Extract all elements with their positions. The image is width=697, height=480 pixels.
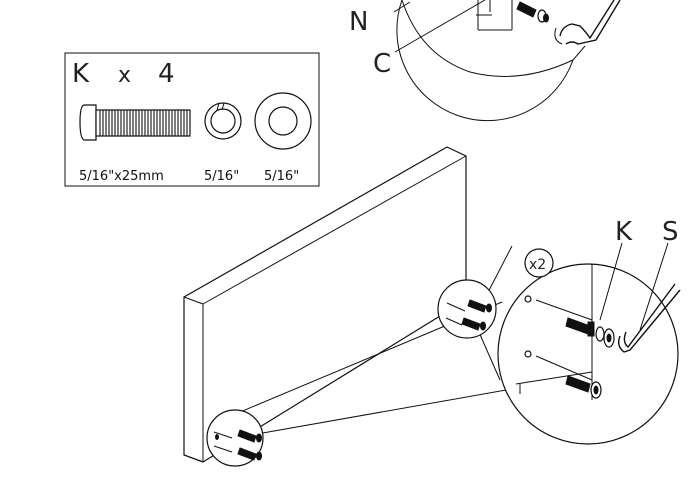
detail-circle-large [497, 242, 681, 445]
lock-washer-caption: 5/16" [204, 169, 239, 184]
leader-line-s [639, 242, 669, 331]
bolt-caption: 5/16"x25mm [79, 169, 164, 184]
top-hex-key-icon [559, 0, 615, 40]
detail-bolt-lower-icon [565, 375, 602, 399]
label-s: S [662, 217, 679, 247]
parts-list-box [64, 52, 320, 187]
lock-washer-icon [204, 102, 242, 140]
multiplier-badge: x2 [524, 248, 554, 278]
top-bolt-icon [516, 1, 549, 23]
flat-washer-icon [254, 92, 312, 150]
detail-bolt-upper-icon [565, 317, 615, 348]
leader-line-n [393, 1, 411, 13]
parts-times: x [118, 63, 131, 88]
label-k: K [615, 217, 633, 247]
leader-line-k [599, 242, 623, 321]
detail-circle-small-right [437, 279, 497, 339]
bolt-icon [79, 104, 191, 141]
flat-washer-caption: 5/16" [264, 169, 299, 184]
parts-quantity: 4 [158, 59, 175, 89]
leader-line-c [394, 0, 486, 53]
parts-box-border [64, 52, 320, 187]
label-n: N [349, 7, 368, 37]
wood-panel [183, 146, 467, 463]
top-detail-callout [393, 0, 621, 122]
parts-letter: K [72, 59, 90, 89]
multiplier-text: x2 [529, 257, 546, 273]
hex-key-icon [617, 283, 681, 353]
label-c: C [373, 49, 391, 79]
projection-line-2 [256, 388, 513, 435]
detail-circle-small-left [206, 409, 264, 467]
